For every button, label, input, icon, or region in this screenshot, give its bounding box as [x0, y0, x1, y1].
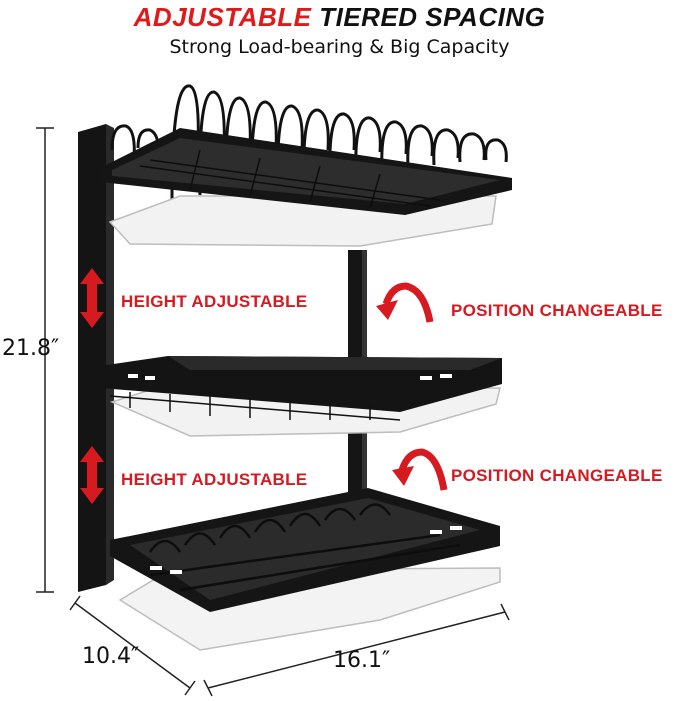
wall-upright-left [78, 124, 114, 592]
height-adjustable-label-top: HEIGHT ADJUSTABLE [121, 292, 308, 311]
depth-dimension-line [69, 595, 196, 696]
title-red-part: ADJUSTABLE [133, 2, 312, 32]
main-title: ADJUSTABLE TIERED SPACING [0, 2, 679, 33]
position-arrow-top-icon [376, 282, 434, 323]
width-dimension-text: 16.1″ [333, 648, 391, 673]
height-dimension-text: 21.8″ [2, 336, 60, 361]
middle-tier-frame [100, 356, 502, 421]
position-changeable-label-bottom: POSITION CHANGEABLE [451, 466, 663, 485]
height-adjustable-label-bottom: HEIGHT ADJUSTABLE [121, 470, 308, 489]
height-arrow-bottom [80, 446, 104, 504]
width-dimension-line [203, 603, 510, 697]
top-tier-frame [100, 128, 512, 215]
position-changeable-label-top: POSITION CHANGEABLE [451, 301, 663, 320]
height-dimension-line [36, 127, 54, 593]
position-arrow-bottom-icon [392, 448, 448, 491]
title-black-part: TIERED SPACING [311, 2, 546, 32]
bottom-tier-frame [110, 488, 500, 612]
subtitle: Strong Load-bearing & Big Capacity [169, 36, 510, 58]
depth-dimension-text: 10.4″ [82, 644, 140, 669]
height-arrow-top [80, 268, 104, 328]
